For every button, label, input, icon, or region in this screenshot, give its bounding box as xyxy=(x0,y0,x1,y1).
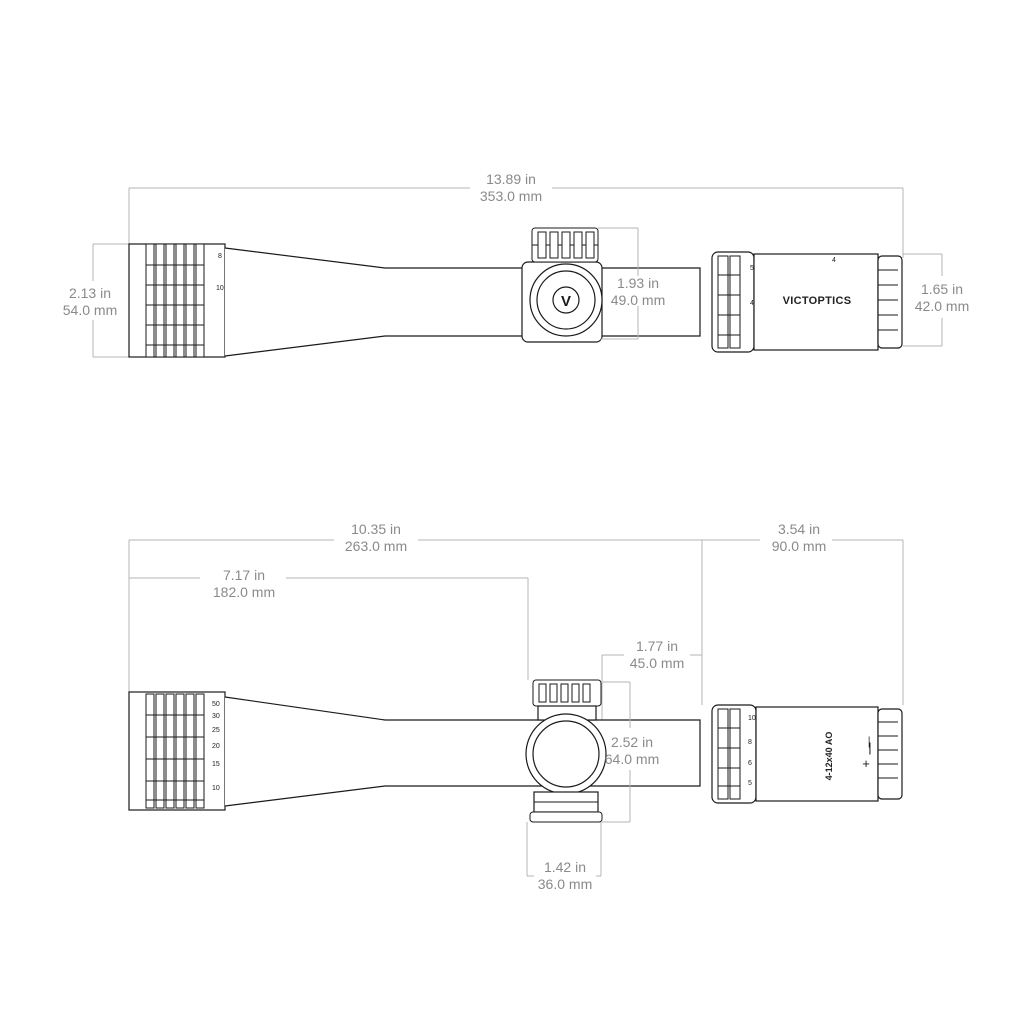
divider-mark: | xyxy=(868,740,871,755)
power-side-tick-6: 6 xyxy=(748,760,752,767)
turret-width-mm: 36.0 mm xyxy=(538,876,592,892)
objective-knurl xyxy=(145,243,205,358)
side-view: 10.35 in 263.0 mm 3.54 in 90.0 mm 7.17 i… xyxy=(128,521,904,892)
model-text: 4-12x40 AO xyxy=(824,732,834,781)
dim-turret-width: 1.42 in 36.0 mm xyxy=(526,822,602,892)
objective-side-tick-25: 25 xyxy=(212,727,220,734)
dim-front-to-turret: 7.17 in 182.0 mm xyxy=(129,567,529,680)
dim-turret-height-side: 2.52 in 64.0 mm xyxy=(601,681,659,823)
eyepiece-length-in: 3.54 in xyxy=(778,521,820,537)
objective-bell-side: 10 15 20 25 30 50 xyxy=(128,691,226,811)
overall-length-in: 13.89 in xyxy=(486,171,536,187)
front-to-eyepiece-in: 10.35 in xyxy=(351,521,401,537)
overall-length-mm: 353.0 mm xyxy=(480,188,542,204)
eyepiece-top: 5 4 VICTOPTICS 4 xyxy=(711,251,903,353)
front-to-eyepiece-mm: 263.0 mm xyxy=(345,538,407,554)
eyepiece-diameter-in: 1.65 in xyxy=(921,281,963,297)
dim-turret-to-eyepiece: 1.77 in 45.0 mm xyxy=(601,638,702,720)
dim-front-to-eyepiece: 10.35 in 263.0 mm xyxy=(128,521,703,705)
objective-side-tick-30: 30 xyxy=(212,713,220,720)
turret-height-mm: 49.0 mm xyxy=(611,292,665,308)
eyepiece-mark: 4 xyxy=(832,257,836,264)
front-to-turret-in: 7.17 in xyxy=(223,567,265,583)
turret-width-in: 1.42 in xyxy=(544,859,586,875)
brand-text: VICTOPTICS xyxy=(783,295,852,307)
objective-side-tick-20: 20 xyxy=(212,743,220,750)
turret-height-side-in: 2.52 in xyxy=(611,734,653,750)
front-to-turret-mm: 182.0 mm xyxy=(213,584,275,600)
brand-logo-v-icon: V xyxy=(561,293,571,310)
turret-height-in: 1.93 in xyxy=(617,275,659,291)
dim-eyepiece-diameter: 1.65 in 42.0 mm xyxy=(903,253,969,347)
eyepiece-length-mm: 90.0 mm xyxy=(772,538,826,554)
objective-tick-8: 8 xyxy=(218,253,222,260)
objective-diameter-mm: 54.0 mm xyxy=(63,302,117,318)
power-tick-4: 4 xyxy=(750,300,754,307)
turret-side xyxy=(525,679,607,823)
turret-to-eyepiece-in: 1.77 in xyxy=(636,638,678,654)
objective-side-tick-15: 15 xyxy=(212,761,220,768)
eyepiece-side: 10 8 6 5 4-12x40 AO + | — xyxy=(711,704,903,804)
turret-height-side-mm: 64.0 mm xyxy=(605,751,659,767)
dim-turret-height-top: 1.93 in 49.0 mm xyxy=(598,227,665,340)
objective-side-tick-50: 50 xyxy=(212,701,220,708)
objective-bell: 8 10 xyxy=(128,243,226,358)
power-side-tick-8: 8 xyxy=(748,739,752,746)
power-side-tick-5: 5 xyxy=(748,780,752,787)
plus-icon: + xyxy=(862,756,870,771)
turret-top: V xyxy=(521,227,603,343)
power-tick-5: 5 xyxy=(750,265,754,272)
top-view: 13.89 in 353.0 mm 2.13 in 54.0 mm xyxy=(63,171,969,358)
dim-objective-diameter: 2.13 in 54.0 mm xyxy=(63,243,129,358)
minus-icon: — xyxy=(863,737,875,748)
objective-side-tick-10: 10 xyxy=(212,785,220,792)
objective-diameter-in: 2.13 in xyxy=(69,285,111,301)
objective-tick-10: 10 xyxy=(216,285,224,292)
eyepiece-diameter-mm: 42.0 mm xyxy=(915,298,969,314)
dim-overall-length: 13.89 in 353.0 mm xyxy=(128,171,904,258)
power-side-tick-10: 10 xyxy=(748,715,756,722)
turret-to-eyepiece-mm: 45.0 mm xyxy=(630,655,684,671)
dim-eyepiece-length: 3.54 in 90.0 mm xyxy=(702,521,904,705)
